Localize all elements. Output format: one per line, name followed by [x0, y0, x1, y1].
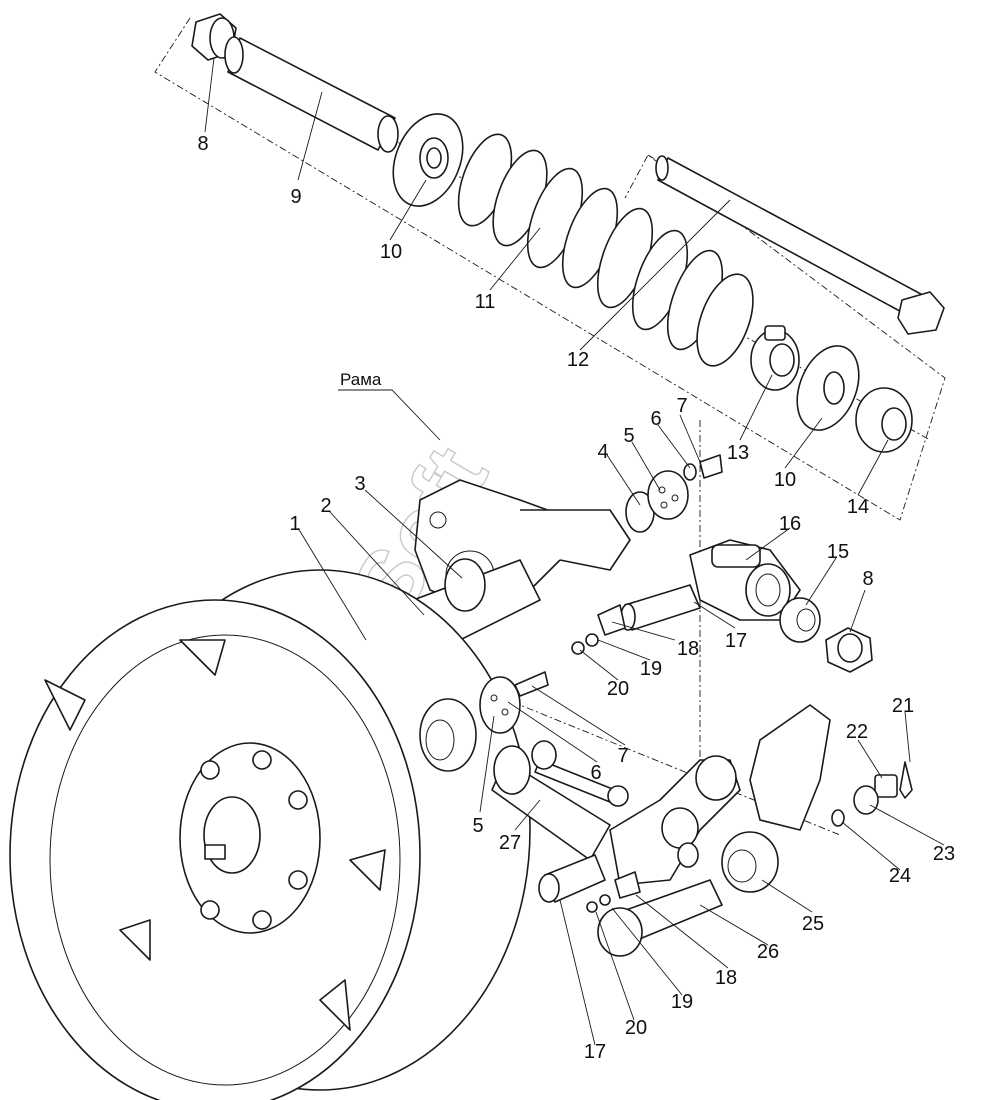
callout-12: 12: [567, 349, 589, 371]
fastener-group-top: [571, 604, 626, 655]
callout-18: 18: [715, 967, 737, 989]
callout-7: 7: [617, 745, 628, 767]
collar-15: [779, 597, 821, 643]
lever-arm: [609, 755, 741, 886]
callout-17: 17: [584, 1041, 606, 1063]
bushing-25: [721, 831, 779, 893]
bracket-right: [749, 704, 831, 831]
wheel: [9, 569, 531, 1100]
callout-5: 5: [472, 815, 483, 837]
callout-20: 20: [607, 678, 629, 700]
callout-1: 1: [289, 513, 300, 535]
bolt-group-top: [625, 454, 723, 533]
callout-27: 27: [499, 832, 521, 854]
callout-16: 16: [779, 513, 801, 535]
callout-13: 13: [727, 442, 749, 464]
callout-4: 4: [597, 441, 608, 463]
pin-17-bottom: [538, 854, 606, 903]
callout-18: 18: [677, 638, 699, 660]
collet-13: [750, 325, 800, 391]
callout-14: 14: [847, 496, 869, 518]
callout-19: 19: [640, 658, 662, 680]
callout-3: 3: [354, 473, 365, 495]
callout-22: 22: [846, 721, 868, 743]
callout-10: 10: [774, 469, 796, 491]
leader-lines: [204, 57, 945, 1046]
callout-15: 15: [827, 541, 849, 563]
bolt-group-lower: [419, 671, 549, 772]
bushing-14: [855, 387, 913, 453]
frame-label: Рама: [340, 370, 382, 389]
callout-21: 21: [892, 695, 914, 717]
pin-17-top: [620, 584, 701, 631]
fastener-group-bottom: [586, 871, 641, 913]
callout-25: 25: [802, 913, 824, 935]
tube-9: [224, 36, 399, 153]
callout-8: 8: [197, 133, 208, 155]
callout-8: 8: [862, 568, 873, 590]
callout-5: 5: [623, 425, 634, 447]
callout-numbers: 8 9 10 11 12 7 6 5 4 13 10 14 3 2 1 16 1…: [197, 133, 955, 1063]
callout-9: 9: [290, 186, 301, 208]
callout-26: 26: [757, 941, 779, 963]
callout-10: 10: [380, 241, 402, 263]
nut-8-bottom: [825, 627, 873, 673]
small-parts-21-24: [831, 761, 913, 827]
shock-absorber-27: [491, 740, 629, 861]
callout-2: 2: [320, 495, 331, 517]
washer-10-top: [392, 113, 464, 207]
rod-12: [655, 155, 945, 335]
washer-10-bottom: [796, 345, 860, 431]
callout-6: 6: [650, 408, 661, 430]
callout-24: 24: [889, 865, 911, 887]
callout-17: 17: [725, 630, 747, 652]
callout-23: 23: [933, 843, 955, 865]
plate-3: [444, 558, 486, 612]
pin-26: [597, 879, 723, 957]
callout-6: 6: [590, 762, 601, 784]
callout-19: 19: [671, 991, 693, 1013]
spring-11: [457, 133, 754, 367]
callout-11: 11: [475, 291, 496, 313]
callout-7: 7: [676, 395, 687, 417]
callout-20: 20: [625, 1017, 647, 1039]
